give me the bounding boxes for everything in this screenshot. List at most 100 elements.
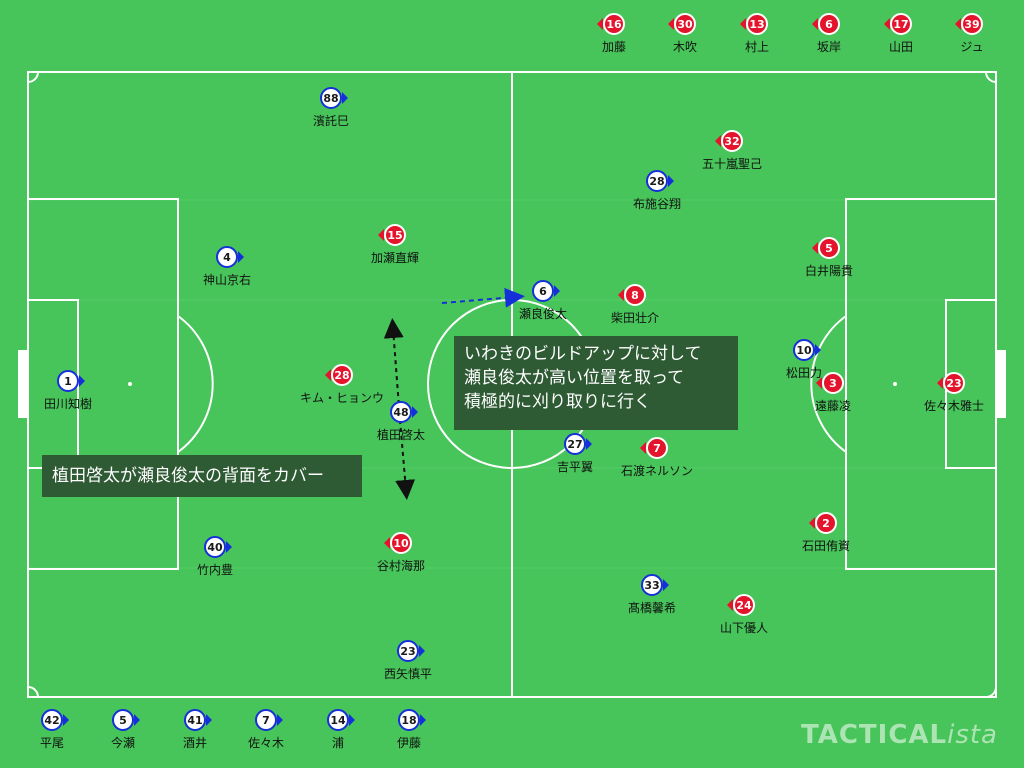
player-number: 39: [961, 13, 983, 35]
bench-player-token[interactable]: 41 酒井: [155, 708, 235, 758]
player-number: 8: [624, 284, 646, 306]
note-line: 瀬良俊太が高い位置を取って: [464, 368, 685, 388]
player-number: 14: [327, 709, 349, 731]
direction-arrow-icon: [937, 377, 943, 389]
player-token[interactable]: 8 柴田壮介: [595, 283, 675, 333]
player-token[interactable]: 32 五十嵐聖己: [692, 129, 772, 179]
player-number: 23: [397, 640, 419, 662]
player-token[interactable]: 23 佐々木雅士: [914, 371, 994, 421]
direction-arrow-icon: [134, 714, 140, 726]
direction-arrow-icon: [715, 135, 721, 147]
player-name: 田川知樹: [43, 397, 93, 411]
player-number: 27: [564, 433, 586, 455]
direction-arrow-icon: [597, 18, 603, 30]
direction-arrow-icon: [640, 442, 646, 454]
player-token[interactable]: 28 キム・ヒョンウ: [300, 363, 384, 413]
player-token[interactable]: 24 山下優人: [704, 593, 784, 643]
player-name: 浦: [331, 736, 345, 750]
player-number: 40: [204, 536, 226, 558]
player-number: 30: [674, 13, 696, 35]
player-number: 5: [112, 709, 134, 731]
player-name: 神山京右: [202, 273, 252, 287]
player-token[interactable]: 6 瀬良俊太: [503, 279, 583, 329]
direction-arrow-icon: [955, 18, 961, 30]
player-token[interactable]: 33 髙橋馨希: [612, 573, 692, 623]
player-number: 5: [818, 237, 840, 259]
direction-arrow-icon: [668, 18, 674, 30]
player-number: 24: [733, 594, 755, 616]
player-token[interactable]: 23 西矢慎平: [368, 639, 448, 689]
player-token[interactable]: 27 吉平翼: [535, 432, 615, 482]
direction-arrow-icon: [816, 377, 822, 389]
player-name: 村上: [744, 40, 770, 54]
direction-arrow-icon: [277, 714, 283, 726]
direction-arrow-icon: [325, 369, 331, 381]
bench-player-token[interactable]: 7 佐々木: [226, 708, 306, 758]
player-name: 植田啓太: [376, 428, 426, 442]
player-token[interactable]: 3 遠藤凌: [793, 371, 873, 421]
direction-arrow-icon: [740, 18, 746, 30]
player-token[interactable]: 40 竹内豊: [175, 535, 255, 585]
bench-player-token[interactable]: 18 伊藤: [369, 708, 449, 758]
player-number: 28: [646, 170, 668, 192]
player-name: 濱託巳: [312, 114, 350, 128]
direction-arrow-icon: [384, 537, 390, 549]
note-line: 積極的に刈り取りに行く: [464, 392, 651, 412]
bench-player-token[interactable]: 17 山田: [861, 12, 941, 62]
player-name: 加瀬直輝: [370, 251, 420, 265]
player-number: 10: [793, 339, 815, 361]
direction-arrow-icon: [342, 92, 348, 104]
direction-arrow-icon: [812, 242, 818, 254]
player-token[interactable]: 2 石田侑資: [786, 511, 866, 561]
left-goal: [18, 350, 28, 418]
direction-arrow-icon: [815, 344, 821, 356]
direction-arrow-icon: [349, 714, 355, 726]
player-token[interactable]: 1 田川知樹: [28, 369, 108, 419]
player-name: 石渡ネルソン: [620, 464, 694, 478]
bench-player-token[interactable]: 16 加藤: [574, 12, 654, 62]
player-name: 布施谷翔: [632, 197, 682, 211]
player-token[interactable]: 10 谷村海那: [361, 531, 441, 581]
bench-player-token[interactable]: 5 今瀬: [83, 708, 163, 758]
bench-player-token[interactable]: 14 浦: [298, 708, 378, 758]
player-number: 13: [746, 13, 768, 35]
player-token[interactable]: 88 濱託巳: [291, 86, 371, 136]
player-token[interactable]: 4 神山京右: [187, 245, 267, 295]
player-name: 平尾: [39, 736, 65, 750]
player-number: 41: [184, 709, 206, 731]
player-token[interactable]: 10 松田力: [764, 338, 844, 388]
player-name: 五十嵐聖己: [701, 157, 763, 171]
player-number: 7: [255, 709, 277, 731]
player-token[interactable]: 7 石渡ネルソン: [617, 436, 697, 486]
player-name: 西矢慎平: [383, 667, 433, 681]
player-number: 23: [943, 372, 965, 394]
bench-player-token[interactable]: 13 村上: [717, 12, 797, 62]
direction-arrow-icon: [668, 175, 674, 187]
player-token[interactable]: 48 植田啓太: [361, 400, 441, 450]
player-number: 15: [384, 224, 406, 246]
bench-player-token[interactable]: 30 木吹: [645, 12, 725, 62]
right-goal: [996, 350, 1006, 418]
player-name: 山下優人: [719, 621, 769, 635]
player-number: 18: [398, 709, 420, 731]
player-number: 3: [822, 372, 844, 394]
player-name: 坂岸: [816, 40, 842, 54]
cover-note: 植田啓太が瀬良俊太の背面をカバー: [42, 455, 362, 497]
bench-player-token[interactable]: 42 平尾: [12, 708, 92, 758]
player-token[interactable]: 15 加瀬直輝: [355, 223, 435, 273]
player-name: 松田力: [785, 366, 823, 380]
direction-arrow-icon: [618, 289, 624, 301]
player-name: ジュ: [960, 40, 984, 54]
player-name: 竹内豊: [196, 563, 234, 577]
player-number: 33: [641, 574, 663, 596]
player-name: 髙橋馨希: [627, 601, 677, 615]
right-penalty-arc: [810, 315, 847, 453]
bench-player-token[interactable]: 39 ジュ: [932, 12, 1012, 62]
player-number: 16: [603, 13, 625, 35]
player-number: 32: [721, 130, 743, 152]
direction-arrow-icon: [727, 599, 733, 611]
player-name: 山田: [888, 40, 914, 54]
bench-player-token[interactable]: 6 坂岸: [789, 12, 869, 62]
player-token[interactable]: 28 布施谷翔: [617, 169, 697, 219]
player-token[interactable]: 5 白井陽貴: [789, 236, 869, 286]
